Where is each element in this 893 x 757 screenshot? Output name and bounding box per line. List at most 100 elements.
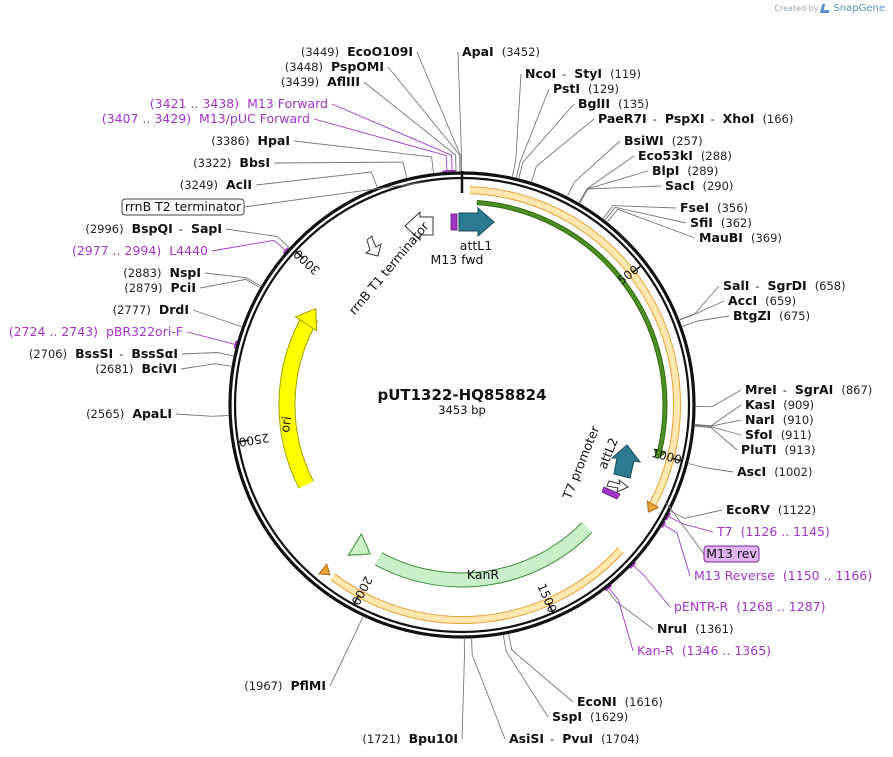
leader-lines <box>175 51 742 740</box>
arrow-head <box>317 563 331 576</box>
boxed-feature-label: M13 rev <box>706 546 757 561</box>
primer-text: M13 Forward <box>247 96 328 111</box>
feature-box <box>703 545 760 563</box>
ori-band <box>279 313 318 489</box>
site-label: (2565)ApaLI <box>86 406 172 421</box>
primer-text: (1268 .. 1287) <box>736 599 825 614</box>
site-label: NcoI-StyI(119) <box>525 66 641 81</box>
enzyme-name: PspXI <box>665 111 705 126</box>
enzyme-name: SalI <box>723 278 749 293</box>
primer-text: (1346 .. 1365) <box>682 643 771 658</box>
leader-line <box>665 502 705 555</box>
leader-line <box>608 587 634 652</box>
kanr-band <box>375 523 592 587</box>
credit-brand: SnapGene <box>833 3 885 14</box>
site-label: EcoNI(1616) <box>577 694 663 709</box>
enzyme-name: BglII <box>578 96 610 111</box>
leader-line <box>508 634 574 703</box>
arrow-head <box>347 532 371 556</box>
primer-text: (2724 .. 2743) <box>9 324 98 339</box>
site-label: Eco53kI(288) <box>638 148 732 163</box>
enzyme-name: SfoI <box>745 427 773 442</box>
orf-band-1 <box>469 187 681 507</box>
arrow-head <box>294 307 318 332</box>
site-position: (1361) <box>695 622 733 636</box>
site-label: MreI-SgrAI(867) <box>745 382 872 397</box>
enzyme-name: EcoRV <box>726 502 770 517</box>
enzyme-name: AsiSI <box>509 731 544 746</box>
leader-line <box>211 239 287 252</box>
site-label: SfoI(911) <box>745 427 812 442</box>
leader-line <box>293 140 434 173</box>
site-label: SspI(1629) <box>552 709 628 724</box>
feature-label: rrnB T1 terminator <box>345 218 432 317</box>
site-label: BlpI(289) <box>652 163 718 178</box>
leader-line <box>204 272 261 287</box>
enzyme-name: MauBI <box>699 230 743 245</box>
leader-line <box>567 140 621 197</box>
site-label: (3439)AflIII <box>281 74 360 89</box>
site-label: BsiWI(257) <box>624 133 703 148</box>
feature-label: M13 fwd <box>430 252 483 267</box>
feature-box <box>121 198 245 216</box>
site-position: (356) <box>717 201 748 215</box>
enzyme-name: EcoO109I <box>347 44 413 59</box>
tick-mark <box>547 602 554 614</box>
leader-line <box>604 206 687 224</box>
site-label: AsiSI-PvuI(1704) <box>509 731 639 746</box>
snapgene-credit: Created by SnapGene <box>774 3 885 14</box>
leader-line <box>695 389 742 408</box>
leader-line <box>578 155 635 203</box>
leader-line <box>502 635 549 718</box>
leader-line <box>199 278 260 289</box>
site-position: (909) <box>783 398 814 412</box>
enzyme-name: AclI <box>226 177 252 192</box>
site-label: FseI(356) <box>680 200 748 215</box>
primer-text: Kan-R <box>637 643 674 658</box>
leader-line <box>457 51 463 172</box>
site-label: (3421 .. 3438)M13 Forward <box>150 96 328 111</box>
rrnb-t2-arrow <box>364 234 382 257</box>
site-label: (3449) EcoO109I <box>301 44 413 59</box>
site-position: (135) <box>618 97 649 111</box>
arrow-head <box>646 500 660 513</box>
site-position: (129) <box>588 82 619 96</box>
leader-line <box>695 404 742 427</box>
site-position: (1122) <box>778 503 816 517</box>
leader-line <box>186 331 237 346</box>
enzyme-name: XhoI <box>723 111 755 126</box>
leader-line <box>518 103 575 179</box>
site-position: (3449) <box>301 45 339 59</box>
enzyme-name: BspQI <box>132 221 173 236</box>
enzyme-name: NspI <box>169 265 201 280</box>
enzyme-name: PaeR7I <box>598 111 647 126</box>
leader-line <box>192 309 242 328</box>
tick-mark <box>294 250 304 259</box>
enzyme-name: BssSI <box>75 346 113 361</box>
site-label: NruI(1361) <box>657 621 733 636</box>
site-label: (1721)Bpu10I <box>362 731 458 746</box>
site-position: (2565) <box>86 407 124 421</box>
leader-line <box>607 208 696 239</box>
m13-rev-primer <box>601 486 621 500</box>
primer-text: (3407 .. 3429) <box>102 111 191 126</box>
site-label: (2724 .. 2743)pBR322ori-F <box>9 324 183 339</box>
enzyme-name: NarI <box>745 412 775 427</box>
site-position: (166) <box>762 112 793 126</box>
site-position: (1967) <box>244 679 282 693</box>
site-label: SfiI(362) <box>690 215 752 230</box>
enzyme-name: BlpI <box>652 163 679 178</box>
site-position: (288) <box>701 149 732 163</box>
site-position: - <box>711 112 715 126</box>
site-label: ApaI(3452) <box>462 44 540 59</box>
leader-line <box>667 515 714 533</box>
site-position: (2681) <box>95 362 133 376</box>
site-label: EcoRV (1122) <box>726 502 816 517</box>
boxed-feature-label: rrnB T2 terminator <box>125 199 242 214</box>
site-position: (1704) <box>601 732 639 746</box>
enzyme-name: SgrDI <box>768 278 807 293</box>
primer-mark <box>664 512 671 521</box>
leader-line <box>531 118 595 182</box>
site-label: BtgZI(675) <box>733 308 810 323</box>
